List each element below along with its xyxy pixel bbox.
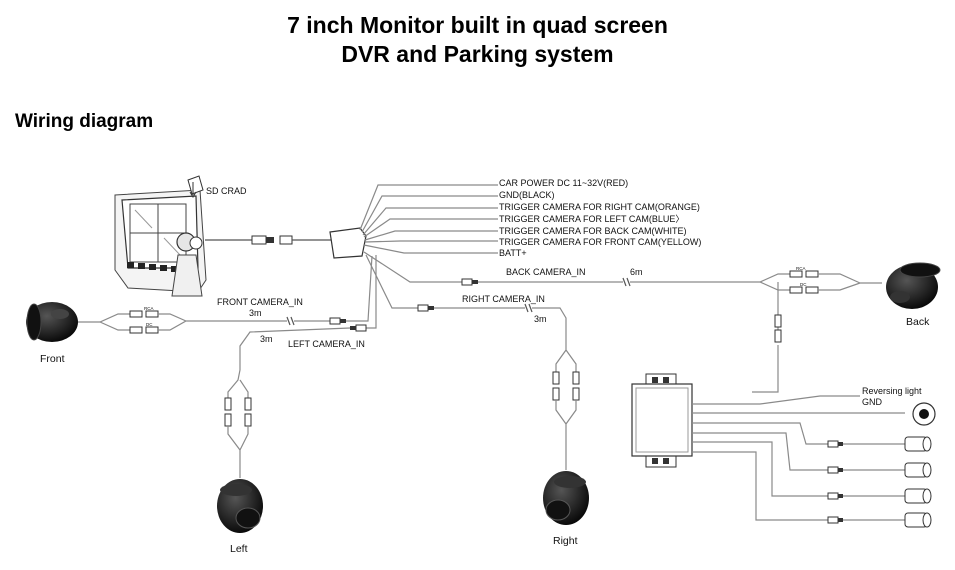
page-subtitle: DVR and Parking system: [341, 41, 614, 67]
parking-control-box: [631, 373, 693, 468]
section-title: Wiring diagram: [15, 111, 154, 132]
back-dc-tag: DC: [800, 282, 807, 287]
right-camera-cable: [365, 254, 580, 470]
back-camera-icon: [886, 262, 941, 309]
front-cable-length: 3m: [249, 308, 262, 318]
buzzer-icon: [912, 402, 936, 426]
gnd-label: GND: [862, 397, 883, 407]
left-camera-label: Left: [230, 543, 248, 555]
harness-leads: [359, 184, 498, 254]
back-camera-in-label: BACK CAMERA_IN: [506, 267, 586, 277]
label-trigger-back: TRIGGER CAMERA FOR BACK CAM(WHITE): [499, 226, 687, 236]
right-cable-length: 3m: [534, 314, 547, 324]
monitor-stand: [171, 254, 203, 297]
back-camera-cable: [363, 251, 882, 393]
back-camera-label: Back: [906, 316, 930, 328]
monitor-button-row: [127, 262, 178, 272]
harness-hub: [329, 227, 367, 259]
sd-card-icon: [187, 175, 204, 198]
left-cable-length: 3m: [260, 334, 273, 344]
left-camera-cable: [224, 255, 377, 478]
right-camera-in-label: RIGHT CAMERA_IN: [462, 294, 545, 304]
left-camera-in-label: LEFT CAMERA_IN: [288, 339, 365, 349]
label-trigger-front: TRIGGER CAMERA FOR FRONT CAM(YELLOW): [499, 237, 701, 247]
front-camera-cable: [78, 255, 373, 334]
right-camera-icon: [543, 471, 589, 525]
label-trigger-right: TRIGGER CAMERA FOR RIGHT CAM(ORANGE): [499, 202, 700, 212]
front-rca-tag: RCA: [144, 306, 154, 311]
label-car-power: CAR POWER DC 11~32V(RED): [499, 178, 628, 188]
front-camera-label: Front: [40, 353, 65, 365]
sd-card-label: SD CRAD: [206, 186, 247, 196]
reversing-light-label: Reversing light: [862, 386, 922, 396]
right-camera-label: Right: [553, 535, 578, 547]
parking-sensor-wires: [692, 395, 905, 524]
page-title: 7 inch Monitor built in quad screen: [287, 12, 668, 38]
label-gnd: GND(BLACK): [499, 190, 555, 200]
monitor: [114, 189, 207, 297]
monitor-harness-cable: [205, 235, 332, 245]
back-cable-length: 6m: [630, 267, 643, 277]
back-rca-tag: RCA: [796, 266, 806, 271]
front-dc-tag: DC: [146, 322, 153, 327]
label-batt: BATT+: [499, 248, 527, 258]
front-camera-icon: [26, 302, 78, 342]
parking-sensor-icons: [904, 436, 932, 528]
left-camera-icon: [217, 479, 263, 533]
front-camera-in-label: FRONT CAMERA_IN: [217, 297, 303, 307]
label-trigger-left: TRIGGER CAMERA FOR LEFT CAM(BLUE〉: [499, 214, 684, 224]
